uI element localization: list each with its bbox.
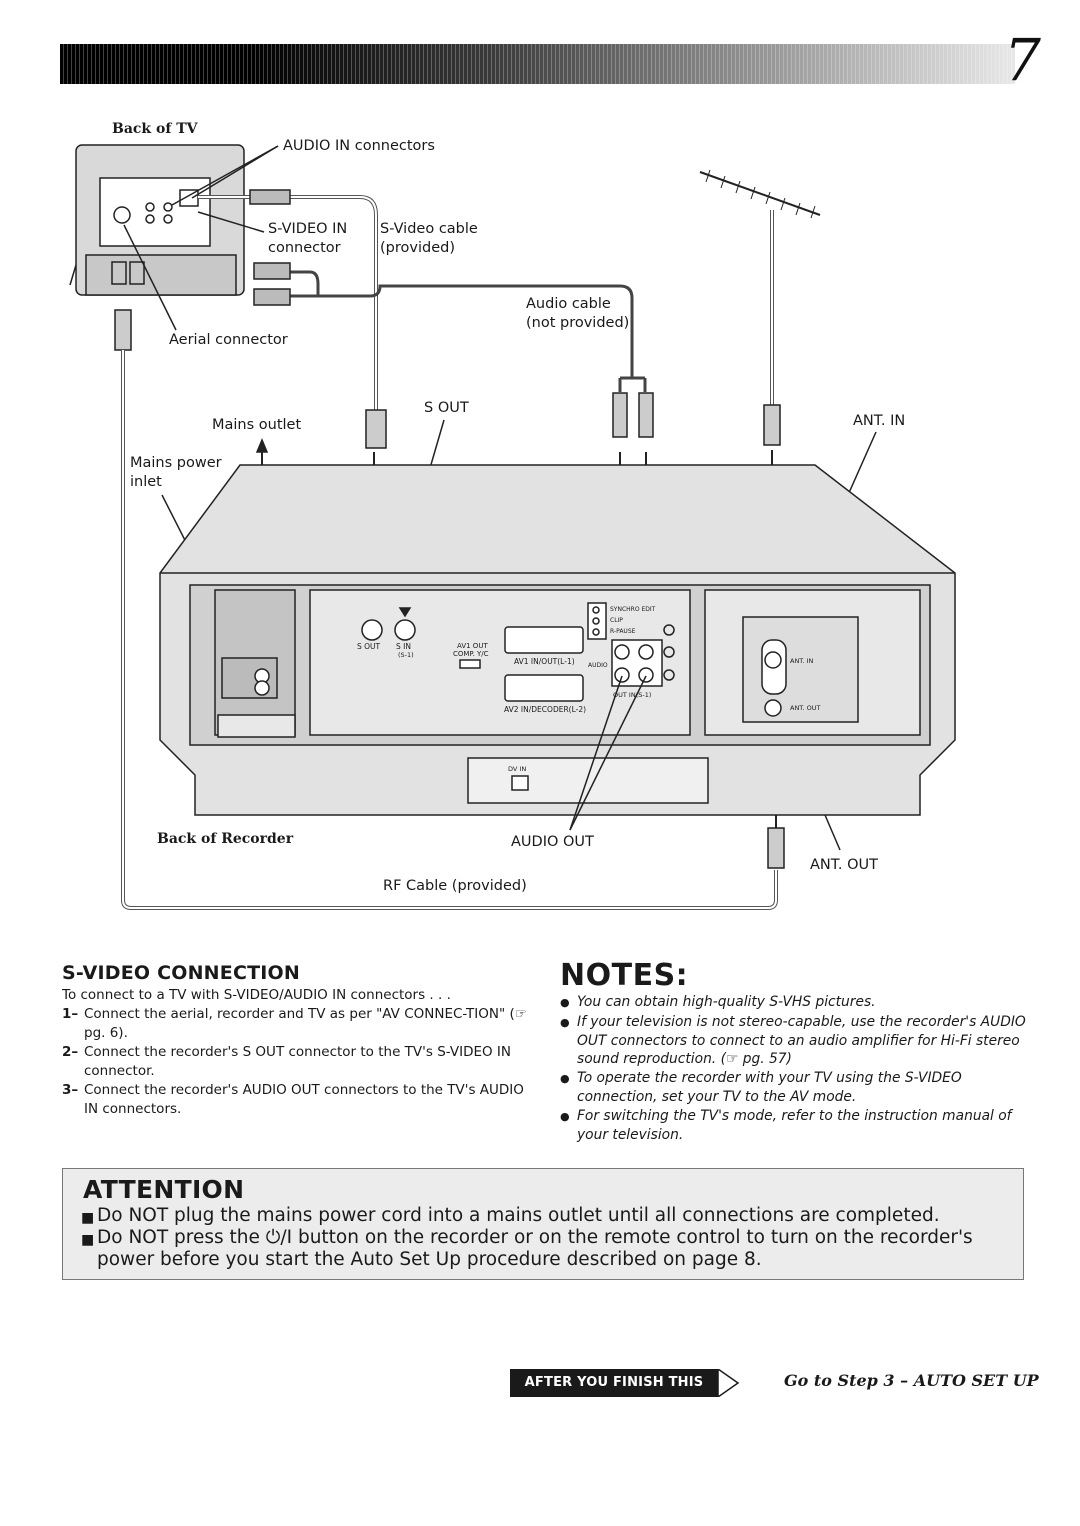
svideo-in-label: S-VIDEO IN [268, 221, 348, 237]
back-of-recorder-label: Back of Recorder [157, 831, 294, 847]
svideo-intro: To connect to a TV with S-VIDEO/AUDIO IN… [62, 987, 451, 1003]
panel-dv-in: DV IN [508, 765, 527, 773]
panel-s-out: S OUT [357, 642, 381, 651]
svideo-step: 2– Connect the recorder's S OUT connecto… [62, 1043, 532, 1081]
panel-s-in: S IN [396, 642, 411, 651]
step-number: 1– [62, 1006, 79, 1022]
panel-av2: AV2 IN/DECODER(L-2) [504, 705, 587, 714]
audio-out-label: AUDIO OUT [511, 834, 594, 850]
attention-title: ATTENTION [83, 1175, 245, 1204]
bullet-icon: ● [560, 996, 570, 1009]
after-step-badge: AFTER YOU FINISH THIS STEP [510, 1369, 740, 1418]
header-gradient-bar [60, 44, 1015, 84]
panel-av1-out: AV1 OUT [457, 642, 488, 650]
audio-in-connectors-label: AUDIO IN connectors [283, 138, 435, 154]
bullet-icon: ● [560, 1109, 570, 1123]
goto-next-step: Go to Step 3 – AUTO SET UP [784, 1371, 1039, 1390]
panel-pause: R-PAUSE [610, 628, 636, 635]
svideo-cable-label: S-Video cable [380, 221, 478, 237]
svideo-cable-provided-label: (provided) [380, 240, 455, 256]
svideo-section-title: S-VIDEO CONNECTION [62, 962, 300, 984]
note-item: ●If your television is not stereo-capabl… [560, 1013, 1026, 1068]
note-item: ●You can obtain high-quality S-VHS pictu… [560, 993, 1030, 1013]
aerial-connector-label: Aerial connector [169, 332, 288, 348]
panel-clip: CLIP [610, 617, 623, 624]
step-number: 2– [62, 1044, 79, 1060]
panel-ant-out: ANT. OUT [790, 704, 821, 712]
s-out-label: S OUT [424, 400, 469, 416]
tv-back-illustration [69, 144, 245, 296]
mains-power-inlet-label: inlet [130, 474, 162, 490]
connection-diagram [69, 144, 956, 910]
step-text: Connect the recorder's AUDIO OUT connect… [84, 1082, 524, 1117]
svideo-section-body: To connect to a TV with S-VIDEO/AUDIO IN… [62, 986, 532, 1119]
panel-comp-yc: COMP. Y/C [453, 650, 489, 658]
attention-box: ATTENTION ■ Do NOT plug the mains power … [62, 1168, 1024, 1280]
ant-in-label: ANT. IN [853, 413, 906, 429]
attention-item: ■ Do NOT plug the mains power cord into … [81, 1205, 1011, 1229]
step-text: Connect the aerial, recorder and TV as p… [84, 1006, 527, 1041]
ant-out-label: ANT. OUT [810, 857, 879, 873]
panel-audio: AUDIO [588, 662, 608, 669]
back-of-tv-label: Back of TV [112, 121, 198, 137]
bullet-icon: ● [560, 1072, 570, 1086]
notes-list: ●You can obtain high-quality S-VHS pictu… [560, 993, 1030, 1144]
mains-outlet-label: Mains outlet [212, 417, 302, 433]
step-number: 3– [62, 1082, 79, 1098]
svideo-step: 3– Connect the recorder's AUDIO OUT conn… [62, 1081, 532, 1119]
notes-title: NOTES: [560, 958, 689, 993]
after-step-label: AFTER YOU FINISH THIS STEP [510, 1369, 718, 1418]
svideo-in-connector-label: connector [268, 240, 341, 256]
rf-cable-label: RF Cable (provided) [383, 878, 527, 894]
panel-sync: SYNCHRO EDIT [610, 606, 656, 613]
attention-item: ■ Do NOT press the ⏻/I button on the rec… [81, 1227, 973, 1270]
note-item: ●For switching the TV's mode, refer to t… [560, 1107, 1012, 1143]
panel-out-in: OUT IN(S-1) [613, 691, 652, 699]
svideo-step: 1– Connect the aerial, recorder and TV a… [62, 1005, 532, 1043]
note-item: ●To operate the recorder with your TV us… [560, 1070, 962, 1105]
square-bullet-icon: ■ [81, 1232, 95, 1248]
bullet-icon: ● [560, 1015, 570, 1029]
arrow-right-icon [718, 1369, 740, 1397]
panel-av1-inout: AV1 IN/OUT(L-1) [514, 657, 575, 666]
square-bullet-icon: ■ [81, 1210, 95, 1226]
audio-cable-not-provided-label: (not provided) [526, 315, 630, 331]
audio-cable-label: Audio cable [526, 296, 611, 312]
page-number: 7 [1004, 26, 1041, 94]
panel-ant-in: ANT. IN [790, 657, 814, 665]
step-text: Connect the recorder's S OUT connector t… [84, 1044, 511, 1079]
panel-s1: (S-1) [398, 651, 414, 659]
mains-power-label: Mains power [130, 455, 222, 471]
